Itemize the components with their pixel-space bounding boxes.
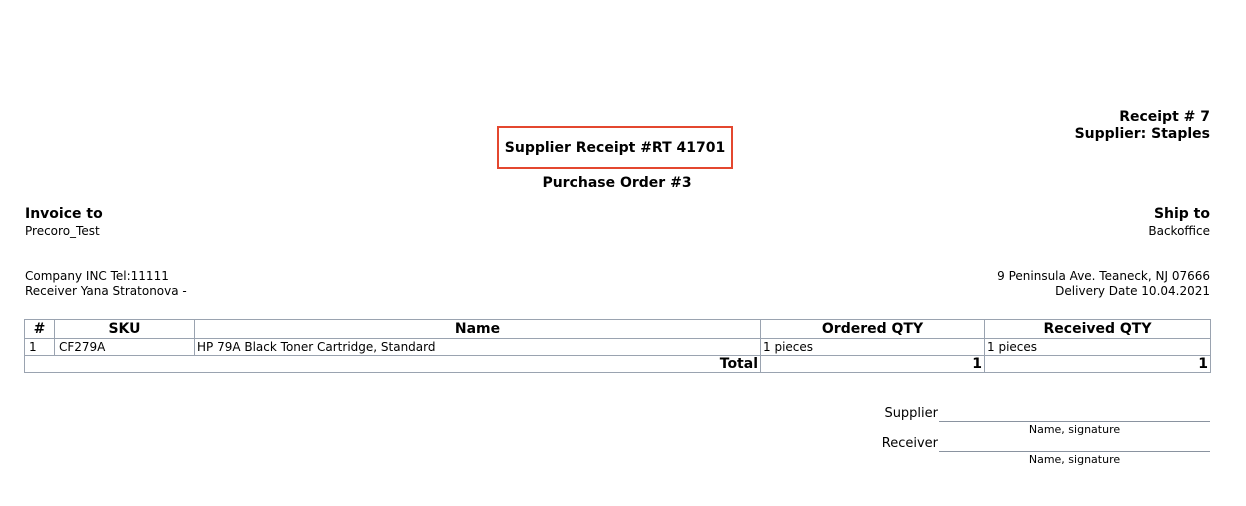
supplier-signature-caption: Name, signature	[1028, 423, 1121, 436]
ship-to-address: 9 Peninsula Ave. Teaneck, NJ 07666	[997, 269, 1210, 283]
total-ordered: 1	[760, 355, 985, 373]
table-row: 1 CF279A HP 79A Black Toner Cartridge, S…	[24, 338, 1211, 356]
invoice-to-name: Precoro_Test	[25, 224, 100, 238]
delivery-date: Delivery Date 10.04.2021	[1055, 284, 1210, 298]
header-received-qty: Received QTY	[984, 319, 1211, 339]
total-row: Total 1 1	[24, 355, 1211, 373]
invoice-to-label: Invoice to	[25, 206, 103, 222]
items-table: # SKU Name Ordered QTY Received QTY 1 CF…	[24, 319, 1211, 373]
total-received: 1	[984, 355, 1211, 373]
company-contact: Company INC Tel:11111	[25, 269, 169, 283]
receipt-title: Supplier Receipt #RT 41701	[504, 139, 726, 156]
cell-sku: CF279A	[54, 338, 195, 356]
cell-received-qty: 1 pieces	[984, 338, 1211, 356]
receiver-signature-line	[939, 451, 1210, 452]
cell-ordered-qty: 1 pieces	[760, 338, 985, 356]
purchase-order-title: Purchase Order #3	[542, 175, 692, 191]
header-index: #	[24, 319, 55, 339]
total-label: Total	[24, 355, 761, 373]
supplier-signature-label: Supplier	[884, 406, 938, 421]
receipt-number: Receipt # 7	[1119, 109, 1210, 125]
header-sku: SKU	[54, 319, 195, 339]
cell-name: HP 79A Black Toner Cartridge, Standard	[194, 338, 761, 356]
table-header-row: # SKU Name Ordered QTY Received QTY	[24, 319, 1211, 339]
ship-to-name: Backoffice	[1148, 224, 1210, 238]
cell-index: 1	[24, 338, 55, 356]
header-ordered-qty: Ordered QTY	[760, 319, 985, 339]
receiver-signature-caption: Name, signature	[1028, 453, 1121, 466]
header-name: Name	[194, 319, 761, 339]
receipt-title-highlight: Supplier Receipt #RT 41701	[497, 126, 733, 169]
ship-to-label: Ship to	[1153, 206, 1210, 222]
supplier-signature-line	[939, 421, 1210, 422]
receiver-signature-label: Receiver	[881, 436, 938, 451]
receiver-name: Receiver Yana Stratonova -	[25, 284, 187, 298]
supplier-name: Supplier: Staples	[1074, 126, 1210, 142]
